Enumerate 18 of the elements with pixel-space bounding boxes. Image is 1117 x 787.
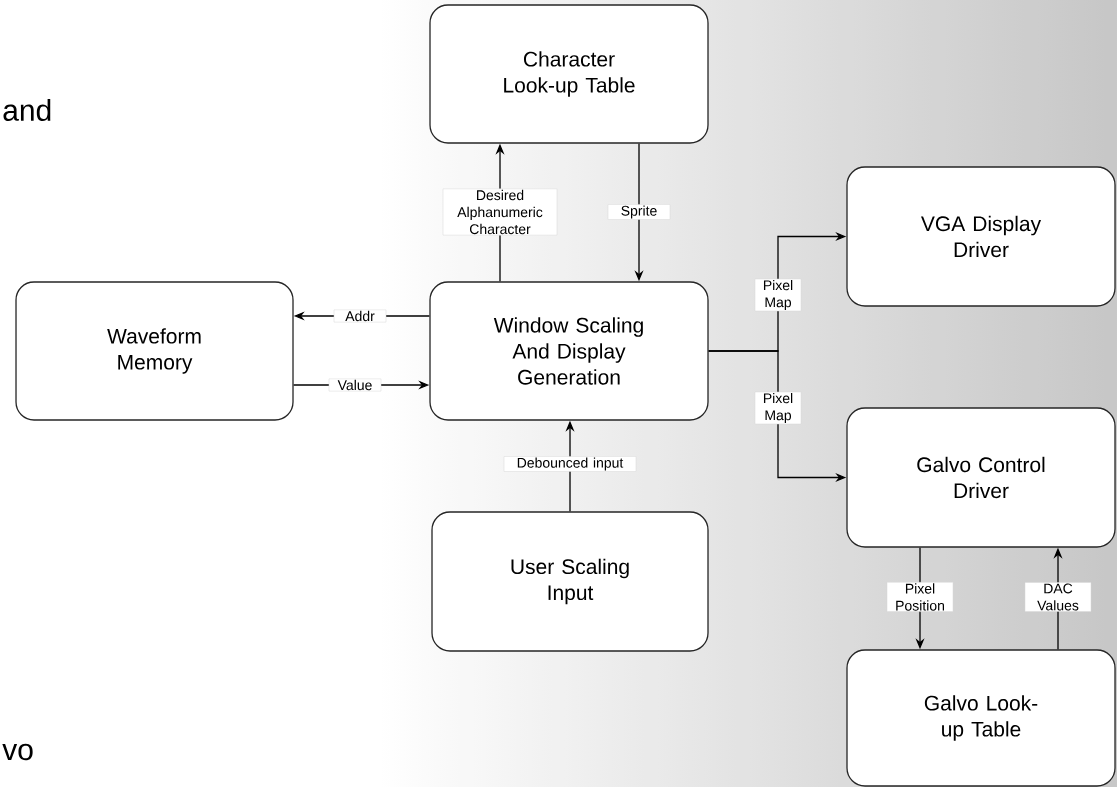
block-box: Character Look-up Table	[429, 4, 709, 144]
edge-label: Addr	[333, 309, 387, 323]
edge-label: Debounced input	[503, 456, 637, 472]
block-box: Window Scaling And Display Generation	[429, 281, 709, 421]
block-box: VGA Display Driver	[846, 166, 1116, 307]
edge-label: Pixel Position	[886, 582, 954, 612]
slide-text: vo	[2, 743, 33, 761]
edge-label: DAC Values	[1024, 582, 1092, 612]
block-box: Waveform Memory	[15, 281, 294, 421]
edge-label: Desired Alphanumeric Character	[442, 188, 558, 236]
edge-label: Value	[328, 378, 382, 392]
edge-label: Pixel Map	[754, 278, 802, 312]
block-box: User Scaling Input	[431, 511, 709, 652]
block-box: Galvo Look-up Table	[846, 649, 1116, 787]
block-box: Galvo Control Driver	[846, 407, 1116, 548]
edge-label: Sprite	[607, 204, 671, 220]
edge-label: Pixel Map	[754, 391, 802, 425]
slide-text: and	[3, 98, 51, 121]
